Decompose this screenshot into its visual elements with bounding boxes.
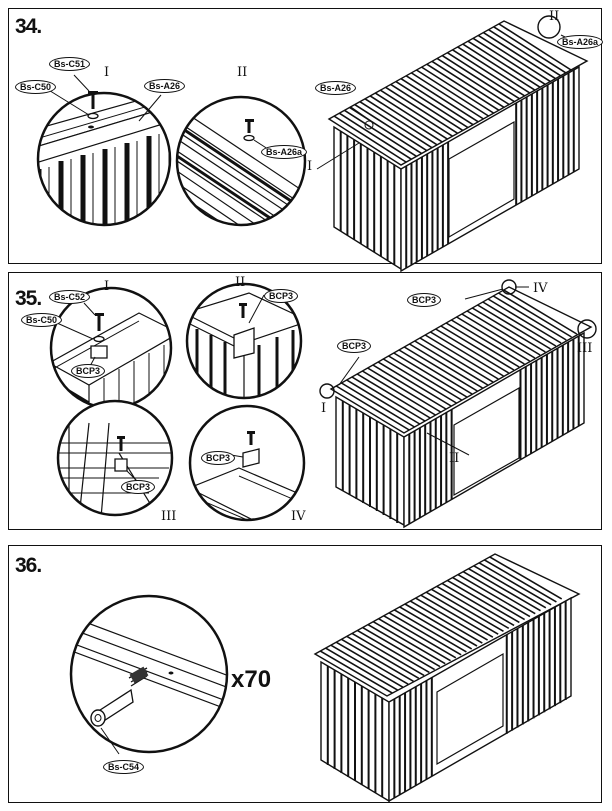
shed-34 xyxy=(327,20,589,273)
step-number: 34. xyxy=(15,15,42,38)
quantity-label: x70 xyxy=(231,666,272,693)
detail-ii-corner xyxy=(187,284,301,398)
shed-label-iv: IV xyxy=(533,281,548,296)
label-bcp3-shed-a: BCP3 xyxy=(337,339,372,353)
label-bcp3-detail-iii: BCP3 xyxy=(121,480,156,494)
corner-cap-icon xyxy=(90,345,108,359)
shed-35 xyxy=(329,286,593,529)
label-bs-c51: Bs-C51 xyxy=(49,57,91,71)
detail-label-i: I xyxy=(104,279,110,294)
detail-label-iii: III xyxy=(161,509,177,524)
label-bs-c52: Bs-C52 xyxy=(49,290,91,304)
label-bcp3-detail-iv: BCP3 xyxy=(201,451,236,465)
label-bs-a26a-shed: Bs-A26a xyxy=(557,35,604,49)
bolt-cap-icon xyxy=(90,666,149,727)
label-bs-a26a-detail: Bs-A26a xyxy=(261,145,308,159)
detail-label-i: I xyxy=(104,65,110,80)
step-34-drawing xyxy=(36,15,589,273)
shed-label-ii: II xyxy=(449,451,460,466)
screw-icon xyxy=(95,313,104,316)
label-bs-a26-shed: Bs-A26 xyxy=(315,81,357,95)
washer-icon xyxy=(87,112,99,120)
shed-label-i: I xyxy=(307,159,313,174)
detail-i-roof-edge xyxy=(38,93,170,225)
step-35-drawing xyxy=(49,279,597,529)
step-number: 35. xyxy=(15,287,42,310)
label-bs-c50: Bs-C50 xyxy=(21,313,63,327)
step-number: 36. xyxy=(15,554,42,577)
detail-i-corner xyxy=(51,288,171,408)
shed-36 xyxy=(313,553,581,803)
label-bcp3-detail-ii: BCP3 xyxy=(264,289,299,303)
shed-label-i: I xyxy=(321,401,327,416)
label-bs-a26: Bs-A26 xyxy=(144,79,186,93)
bolt-cap-icon xyxy=(242,448,260,468)
step-34-panel: 34. xyxy=(8,8,604,273)
step-35-panel: 35. xyxy=(8,272,602,530)
step-36-panel: 36. x70 Bs-C54 xyxy=(8,545,602,803)
label-bs-c50: Bs-C50 xyxy=(15,80,57,94)
screw-icon xyxy=(88,91,98,109)
step-36-drawing xyxy=(69,553,581,803)
detail-ii-roof-ridge xyxy=(177,97,305,225)
label-bs-c54: Bs-C54 xyxy=(103,760,145,774)
label-bcp3-detail-i: BCP3 xyxy=(71,364,106,378)
detail-label-iv: IV xyxy=(291,509,306,524)
detail-label-ii: II xyxy=(237,65,248,80)
shed-label-iii: III xyxy=(577,341,593,356)
shed-label-ii: II xyxy=(549,9,560,24)
label-bcp3-shed-b: BCP3 xyxy=(407,293,442,307)
detail-label-ii: II xyxy=(235,275,246,290)
